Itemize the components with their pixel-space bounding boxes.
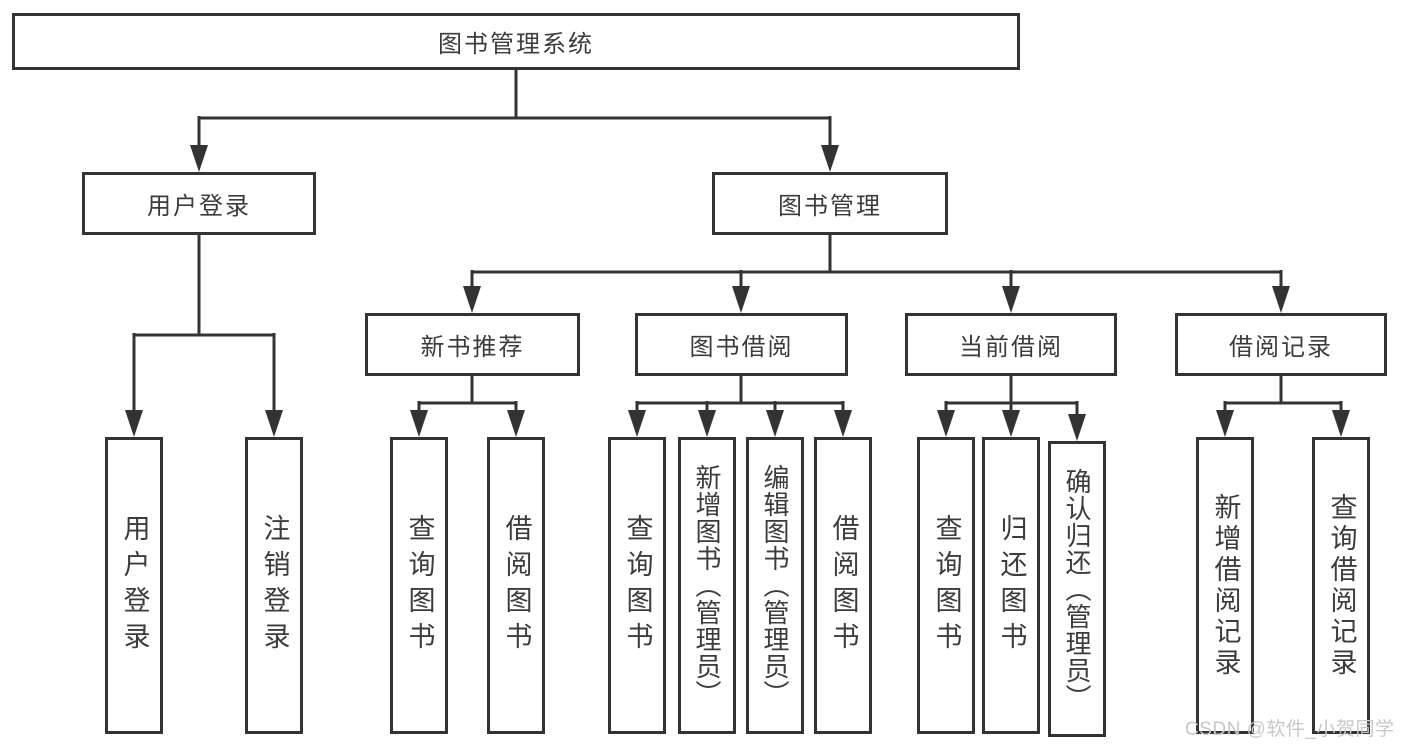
node-book-management: 图书管理 bbox=[712, 172, 948, 235]
arrowhead-down-icon bbox=[628, 410, 646, 437]
arrowhead-down-icon bbox=[1002, 410, 1020, 437]
arrowhead-down-icon bbox=[410, 410, 428, 437]
connector-borrow-record-to-leaves bbox=[1216, 376, 1350, 437]
connector-current-borrow-to-leaves bbox=[937, 376, 1086, 441]
node-leaf-edit-book-admin: 编辑图书（管理员） bbox=[746, 437, 804, 734]
node-leaf-return-book: 归还图书 bbox=[982, 437, 1040, 734]
connector-root-to-level2 bbox=[190, 68, 839, 172]
node-borrowing-records: 借阅记录 bbox=[1175, 313, 1387, 376]
node-root-library-system: 图书管理系统 bbox=[12, 13, 1020, 70]
arrowhead-down-icon bbox=[766, 410, 784, 437]
arrowhead-down-icon bbox=[1002, 286, 1020, 313]
arrowhead-down-icon bbox=[125, 410, 143, 437]
node-leaf-query-book-3: 查询图书 bbox=[917, 437, 975, 734]
arrowhead-down-icon bbox=[1272, 286, 1290, 313]
node-leaf-query-borrow-record: 查询借阅记录 bbox=[1312, 437, 1370, 734]
node-leaf-borrow-book-1: 借阅图书 bbox=[487, 437, 545, 734]
node-current-borrowing: 当前借阅 bbox=[905, 313, 1117, 376]
node-leaf-add-borrow-record: 新增借阅记录 bbox=[1196, 437, 1254, 734]
connector-book-mgmt-to-level3 bbox=[463, 233, 1290, 313]
connector-new-book-rec-to-leaves bbox=[410, 376, 525, 437]
arrowhead-down-icon bbox=[834, 410, 852, 437]
csdn-watermark: CSDN @软件_小贺同学 bbox=[1185, 719, 1395, 740]
arrowhead-down-icon bbox=[463, 286, 481, 313]
arrowhead-down-icon bbox=[937, 410, 955, 437]
arrowhead-down-icon bbox=[732, 286, 750, 313]
node-leaf-confirm-return-admin: 确认归还（管理员） bbox=[1048, 441, 1106, 737]
node-book-borrowing: 图书借阅 bbox=[635, 313, 848, 376]
node-new-book-recommend: 新书推荐 bbox=[365, 313, 580, 376]
node-user-login: 用户登录 bbox=[82, 172, 316, 235]
connector-user-login-to-leaves bbox=[125, 233, 283, 437]
arrowhead-down-icon bbox=[265, 410, 283, 437]
arrowhead-down-icon bbox=[698, 410, 716, 437]
arrowhead-down-icon bbox=[1216, 410, 1234, 437]
node-leaf-user-login: 用户登录 bbox=[105, 437, 163, 734]
node-leaf-query-book-2: 查询图书 bbox=[608, 437, 666, 734]
node-leaf-add-book-admin: 新增图书（管理员） bbox=[678, 437, 736, 734]
arrowhead-down-icon bbox=[507, 410, 525, 437]
node-leaf-query-book-1: 查询图书 bbox=[390, 437, 448, 734]
node-leaf-borrow-book-2: 借阅图书 bbox=[814, 437, 872, 734]
connector-book-borrow-to-leaves bbox=[628, 376, 852, 437]
arrowhead-down-icon bbox=[821, 145, 839, 172]
arrowhead-down-icon bbox=[1332, 410, 1350, 437]
arrowhead-down-icon bbox=[190, 145, 208, 172]
arrowhead-down-icon bbox=[1068, 414, 1086, 441]
node-leaf-logout: 注销登录 bbox=[245, 437, 303, 734]
